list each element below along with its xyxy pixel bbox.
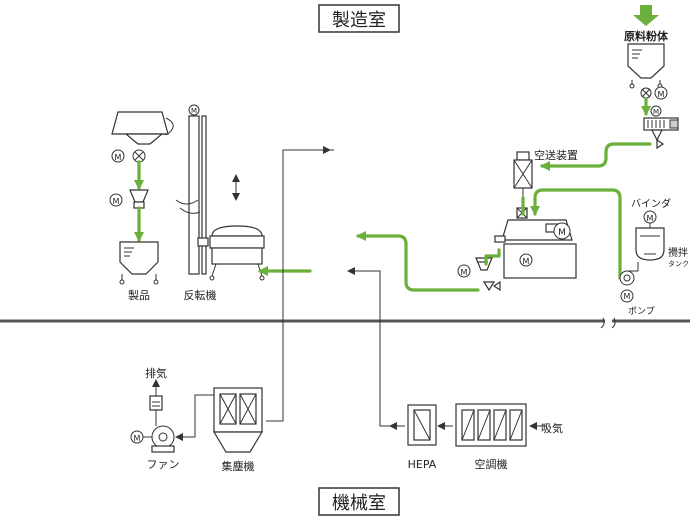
product-hopper: 製品 [119, 241, 159, 302]
svg-text:ファン: ファン [147, 458, 180, 471]
exhaust-outlet: 排気 [145, 366, 167, 426]
svg-text:ポンプ: ポンプ [628, 306, 655, 317]
pneumatic-conveyor: 空送装置 [513, 148, 578, 198]
raw-feed-arrow-icon [633, 5, 659, 26]
svg-text:M: M [624, 292, 631, 301]
svg-text:M: M [191, 107, 197, 115]
svg-text:製造室: 製造室 [332, 10, 386, 31]
dust-collector: 集塵機 [212, 387, 264, 473]
raw-valve-motor: M [654, 86, 668, 100]
screw-feeder: M [643, 105, 679, 150]
exhaust-fan: M ファン [130, 425, 180, 471]
svg-text:M: M [523, 257, 530, 266]
svg-text:空調機: 空調機 [475, 457, 508, 471]
svg-text:M: M [653, 108, 659, 116]
raw-material-hopper: 原料粉体 [624, 5, 669, 89]
svg-text:製品: 製品 [128, 288, 150, 302]
svg-text:M: M [558, 228, 566, 238]
svg-text:バインダ: バインダ [631, 197, 671, 210]
binder-tank: バインダ M 攪拌 タンク [631, 197, 689, 268]
svg-text:排気: 排気 [145, 366, 167, 380]
inverter-machine: M 反転機 [111, 104, 265, 302]
svg-text:HEPA: HEPA [408, 458, 437, 471]
svg-text:原料粉体: 原料粉体 [624, 29, 669, 43]
raw-valve-icon [640, 87, 652, 99]
svg-text:機械室: 機械室 [332, 493, 386, 514]
inverter-discharge: M M [109, 149, 149, 209]
granulator: M M [494, 207, 577, 279]
granulator-discharge: M [457, 257, 501, 292]
svg-text:集塵機: 集塵機 [222, 459, 255, 473]
svg-text:M: M [134, 434, 141, 443]
floor-divider [0, 317, 690, 329]
svg-text:M: M [647, 214, 654, 223]
room-label-lower: 機械室 [318, 487, 400, 516]
exhaust-duct [266, 146, 334, 422]
svg-text:攪拌: 攪拌 [668, 246, 688, 259]
room-label-upper: 製造室 [318, 4, 400, 33]
air-conditioner: 空調機 [455, 403, 527, 471]
svg-text:M: M [658, 90, 665, 99]
supply-duct [347, 267, 453, 430]
svg-text:M: M [113, 197, 120, 206]
binder-pump: M ポンプ [619, 262, 655, 317]
svg-text:空送装置: 空送装置 [534, 148, 578, 162]
svg-text:タンク: タンク [668, 259, 689, 268]
svg-text:M: M [461, 268, 468, 277]
svg-text:反転機: 反転機 [184, 288, 217, 302]
svg-text:M: M [115, 153, 122, 162]
hepa-filter: HEPA [407, 404, 437, 471]
intake-label: 吸気 [541, 421, 563, 435]
